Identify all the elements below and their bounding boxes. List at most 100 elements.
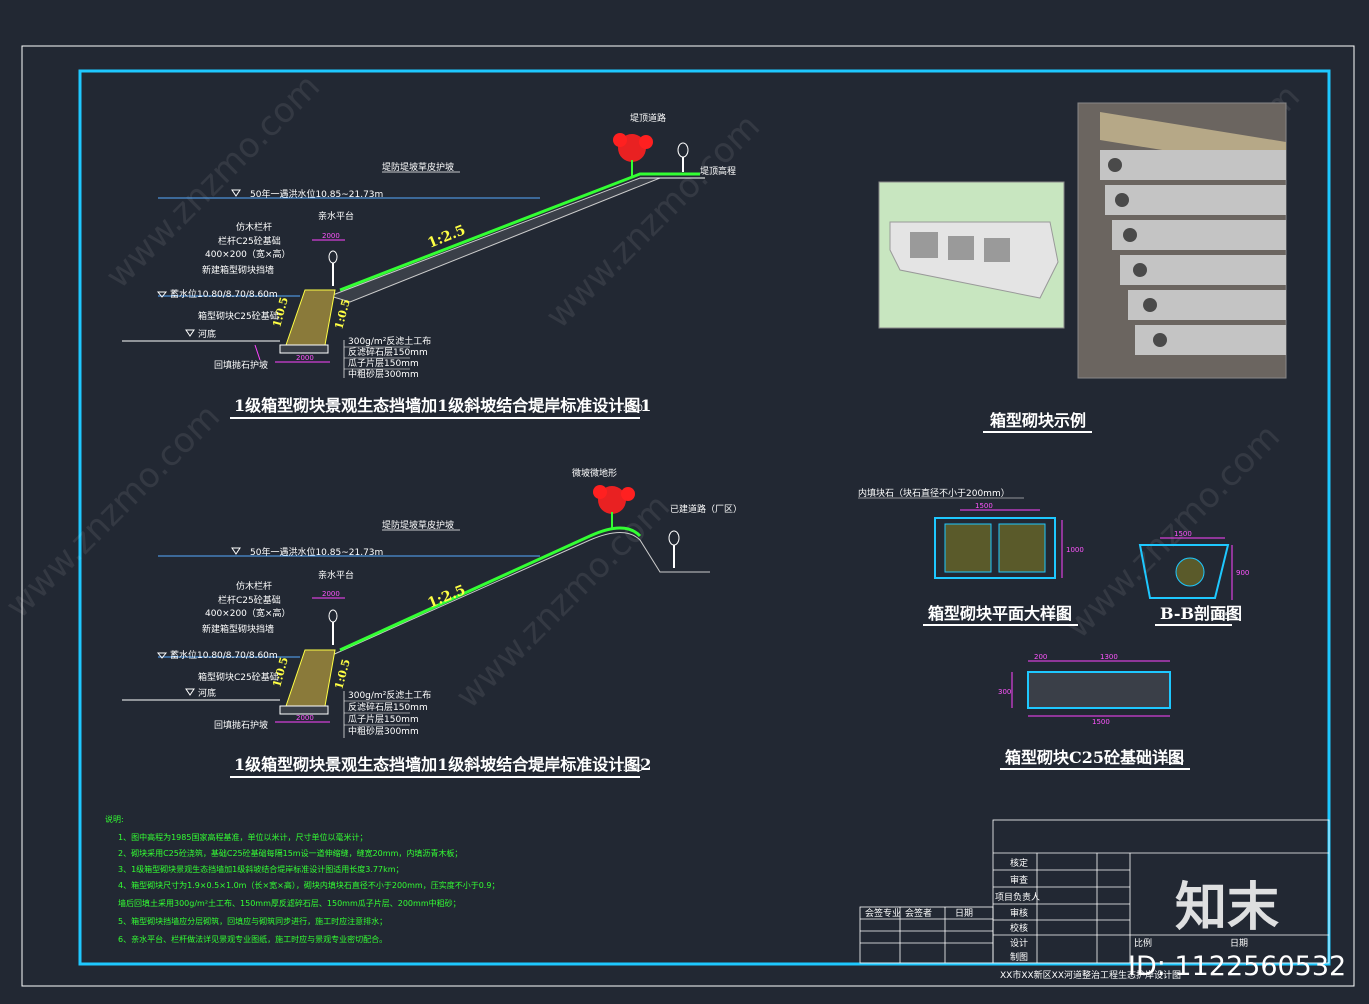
wall-ratio-b: 1:0.5: [332, 298, 353, 331]
found-dim-a: 200: [1034, 653, 1047, 661]
slope-ratio-label-2: 1:2.5: [426, 582, 468, 612]
section-bb: 1500 900 B-B剖面图 1:25: [1138, 530, 1249, 626]
riprap-label: 回填抛石护坡: [214, 359, 268, 371]
platform-label: 亲水平台: [318, 210, 354, 222]
plan-cell-right: [998, 523, 1046, 573]
platform-label-2: 亲水平台: [318, 569, 354, 581]
normal-level-label-2: 蓄水位10.80/8.70/8.60m: [170, 649, 278, 661]
tb-row-5: 校核: [1010, 922, 1028, 934]
riverbed-label: 河底: [198, 328, 216, 340]
block-base-label-2: 箱型砌块C25砼基础: [198, 671, 279, 683]
bb-block-outline: [1138, 544, 1230, 599]
railing-label: 仿木栏杆: [236, 221, 272, 233]
tb-cell-3: 日期: [955, 908, 973, 919]
block-wall-2: [285, 649, 336, 707]
watermark-site-3: www.znzmo.com: [0, 396, 228, 626]
layer-2: 反滤碎石层150mm: [348, 346, 428, 358]
watermark-site-1: www.znzmo.com: [98, 66, 328, 296]
new-wall-label: 新建箱型砌块挡墙: [202, 264, 274, 276]
note-3: 3、1级箱型砌块景观生态挡墙加1级斜坡结合堤岸标准设计图适用长度3.77km；: [118, 864, 404, 874]
c25-foundation: [279, 344, 329, 354]
layer-2-4: 中粗砂层300mm: [348, 725, 419, 737]
inner-frame: [78, 69, 1331, 966]
plan-dim-side: 1000: [1066, 546, 1084, 554]
found-dim-d: 300: [998, 688, 1011, 696]
tb-bottom-2: 日期: [1230, 938, 1248, 949]
layer-2-3: 瓜子片层150mm: [348, 713, 419, 725]
tb-row-3: 项目负责人: [995, 891, 1040, 903]
plan-fill-label: 内填块石（块石直径不小于200mm）: [858, 487, 1010, 499]
tb-cell-1: 会签专业: [865, 907, 901, 919]
grass-slope-2: [339, 526, 642, 652]
drawing1-title: 1级箱型砌块景观生态挡墙加1级斜坡结合堤岸标准设计图1: [234, 396, 651, 415]
dim-2000a: 2000: [322, 232, 340, 240]
tb-row-4: 审核: [1010, 907, 1028, 919]
note-4: 4、箱型砌块尺寸为1.9×0.5×1.0m（长×宽×高），砌块内填块石直径不小于…: [118, 880, 499, 890]
tb-bottom-1: 比例: [1134, 937, 1152, 949]
railing-size-label-2: 400×200（宽×高）: [205, 607, 290, 619]
top-road-label: 堤顶道路: [630, 112, 666, 124]
dim-2000b: 2000: [296, 354, 314, 362]
bb-fill-circle: [1175, 557, 1205, 587]
drawing2-scale: 1:100: [617, 764, 643, 774]
plan-title: 箱型砌块平面大样图: [928, 604, 1072, 623]
top-elev-label: 堤顶高程: [700, 165, 736, 177]
micro-terrain-label: 微坡微地形: [572, 467, 617, 479]
existing-road-label: 已建道路（厂区）: [670, 503, 742, 515]
riverbed-label-2: 河底: [198, 687, 216, 699]
tb-row-7: 制图: [1010, 951, 1028, 963]
railing-size-label: 400×200（宽×高）: [205, 248, 290, 260]
example-title: 箱型砌块示例: [990, 411, 1086, 430]
plan-block-outline: [934, 517, 1056, 579]
wall-ratio-b-2: 1:0.5: [332, 658, 353, 691]
foundation-scale: 1:25: [1164, 756, 1184, 766]
layer-2-1: 300g/m²反滤土工布: [348, 689, 431, 701]
id-watermark: ID: 1122560532: [1128, 951, 1346, 982]
title-block-text: 核定 审查 项目负责人 审核 校核 设计 制图 会签专业 会签者 日期 比例 日…: [865, 857, 1248, 981]
riverbed-marker: [185, 329, 195, 337]
note-7: 6、亲水平台、栏杆做法详见景观专业图纸，施工时应与景观专业密切配合。: [118, 934, 387, 944]
layer-1: 300g/m²反滤土工布: [348, 335, 431, 347]
title-block: [859, 819, 1330, 964]
water-level-marker: [231, 189, 241, 197]
note-5: 墙后回填土采用300g/m²土工布、150mm厚反滤碎石层、150mm瓜子片层、…: [118, 898, 461, 908]
drawing2-title: 1级箱型砌块景观生态挡墙加1级斜坡结合堤岸标准设计图2: [234, 755, 651, 774]
block-wall: [285, 289, 336, 346]
tb-caption: XX市XX新区XX河道整治工程生态护岸设计图: [1000, 969, 1181, 981]
flood-level-label: 50年一遇洪水位10.85~21.73m: [250, 188, 383, 200]
found-dim-b: 1300: [1100, 653, 1118, 661]
tb-row-6: 设计: [1010, 937, 1028, 949]
design-notes: 说明: 1、图中高程为1985国家高程基准，单位以米计，尺寸单位以毫米计； 2、…: [105, 814, 499, 944]
bb-dim-side: 900: [1236, 569, 1249, 577]
new-wall-label-2: 新建箱型砌块挡墙: [202, 623, 274, 635]
tb-row-2: 审查: [1010, 874, 1028, 886]
dim-2000b-2: 2000: [296, 714, 314, 722]
foundation-outline: [1027, 671, 1171, 709]
found-dim-c: 1500: [1092, 718, 1110, 726]
slope-protection-label: 堤防堤坡草皮护坡: [382, 161, 454, 173]
foundation-detail: 200 1300 1500 300 箱型砌块C25砼基础详图 1:25: [998, 653, 1190, 770]
note-2: 2、砌块采用C25砼浇筑，基础C25砼基础每隔15m设一道伸缩缝，缝宽20mm，…: [118, 848, 462, 858]
railing-base-label: 栏杆C25砼基础: [218, 235, 281, 247]
plan-scale: 1:40: [1050, 612, 1070, 622]
layer-4: 中粗砂层300mm: [348, 368, 419, 380]
flood-level-label-2: 50年一遇洪水位10.85~21.73m: [250, 546, 383, 558]
layer-2-2: 反滤碎石层150mm: [348, 701, 428, 713]
railing-label-2: 仿木栏杆: [236, 580, 272, 592]
plan-cell-left: [944, 523, 992, 573]
block-base-label: 箱型砌块C25砼基础: [198, 310, 279, 322]
bb-scale: 1:25: [1210, 612, 1230, 622]
section-drawing-2: 50年一遇洪水位10.85~21.73m 蓄水位10.80/8.70/8.60m…: [122, 467, 742, 778]
normal-level-marker: [156, 291, 168, 298]
plan-dim-top: 1500: [975, 502, 993, 510]
tb-cell-2: 会签者: [905, 907, 932, 919]
drawing1-scale: 1:100: [617, 404, 643, 414]
person-figure: [328, 250, 338, 264]
railing-base-label-2: 栏杆C25砼基础: [218, 594, 281, 606]
layer-3: 瓜子片层150mm: [348, 357, 419, 369]
slope-protection-label-2: 堤防堤坡草皮护坡: [382, 519, 454, 531]
outer-border: [21, 45, 1355, 987]
example-photos: 箱型砌块示例: [878, 102, 1287, 433]
note-1: 1、图中高程为1985国家高程基准，单位以米计，尺寸单位以毫米计；: [118, 832, 367, 842]
